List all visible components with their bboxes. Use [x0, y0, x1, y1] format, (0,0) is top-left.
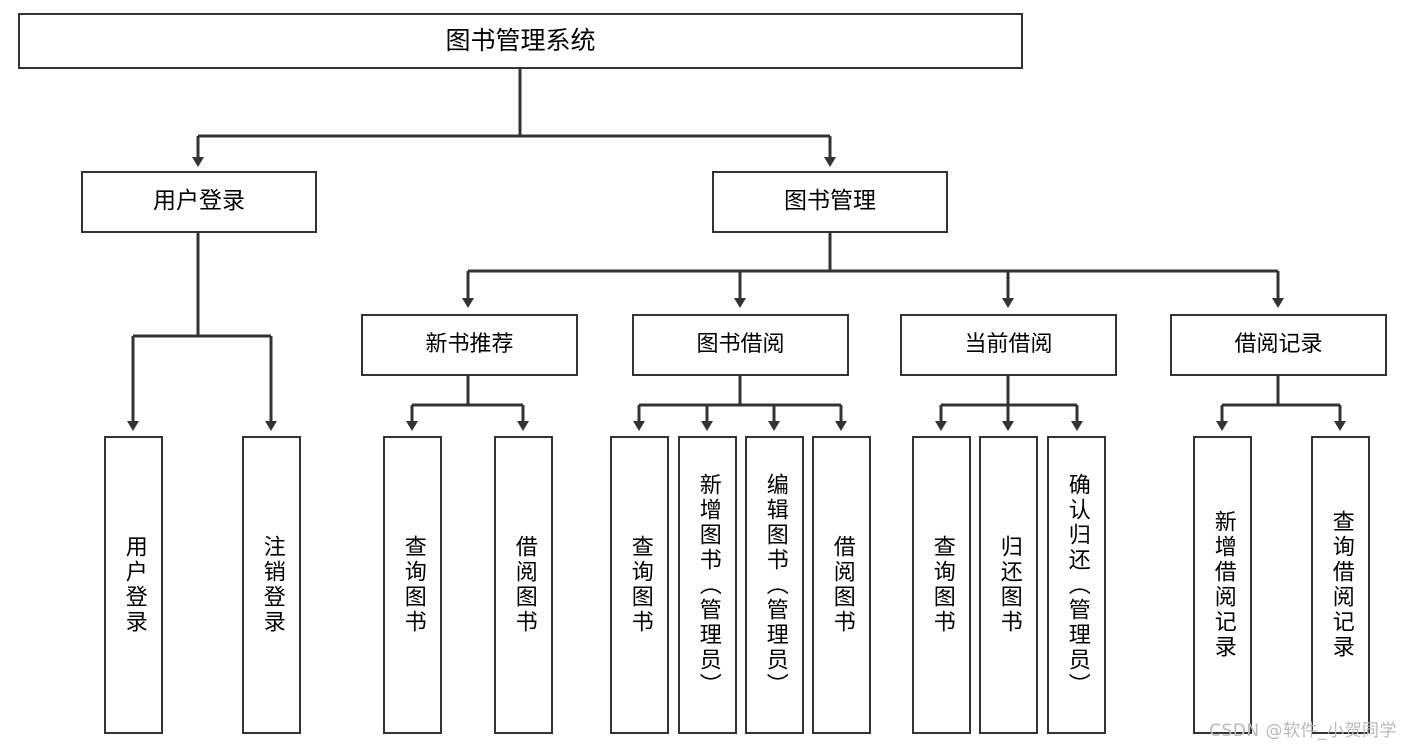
node-label: 新增图书（管理员）: [695, 472, 721, 698]
leaf-current-borrow-confirm-return-admin[interactable]: 确认归还（管理员）: [1047, 436, 1106, 734]
leaf-book-borrow-borrow-book[interactable]: 借阅图书: [812, 436, 871, 734]
node-label: 查询图书: [929, 535, 955, 635]
node-label: 用户登录: [121, 535, 147, 635]
node-label: 新增借阅记录: [1210, 510, 1236, 660]
node-label: 图书管理系统: [445, 26, 596, 56]
leaf-borrow-record-query-record[interactable]: 查询借阅记录: [1311, 436, 1370, 734]
node-label: 当前借阅: [964, 331, 1053, 357]
leaf-book-borrow-query-book[interactable]: 查询图书: [610, 436, 669, 734]
watermark-text: CSDN @软件_小贺同学: [1209, 721, 1397, 741]
node-label: 用户登录: [153, 188, 245, 215]
node-label: 查询借阅记录: [1328, 510, 1354, 660]
node-label: 图书管理: [784, 188, 876, 215]
leaf-book-borrow-add-book-admin[interactable]: 新增图书（管理员）: [678, 436, 737, 734]
leaf-new-book-borrow-book[interactable]: 借阅图书: [494, 436, 553, 734]
node-book-borrow[interactable]: 图书借阅: [632, 314, 849, 376]
node-label: 借阅图书: [829, 535, 855, 635]
node-current-borrow[interactable]: 当前借阅: [900, 314, 1117, 376]
node-label: 查询图书: [627, 535, 653, 635]
leaf-user-login-logout[interactable]: 注销登录: [242, 436, 301, 734]
node-label: 新书推荐: [425, 331, 514, 357]
leaf-borrow-record-add-record[interactable]: 新增借阅记录: [1193, 436, 1252, 734]
node-label: 注销登录: [259, 535, 285, 635]
node-label: 确认归还（管理员）: [1064, 472, 1090, 698]
leaf-new-book-query-book[interactable]: 查询图书: [383, 436, 442, 734]
node-label: 图书借阅: [696, 331, 785, 357]
node-label: 借阅图书: [511, 535, 537, 635]
leaf-current-borrow-query-book[interactable]: 查询图书: [912, 436, 971, 734]
node-label: 编辑图书（管理员）: [762, 472, 788, 698]
node-user-login[interactable]: 用户登录: [81, 171, 317, 233]
node-book-management[interactable]: 图书管理: [712, 171, 948, 233]
leaf-book-borrow-edit-book-admin[interactable]: 编辑图书（管理员）: [745, 436, 804, 734]
leaf-current-borrow-return-book[interactable]: 归还图书: [979, 436, 1038, 734]
node-new-book-recommend[interactable]: 新书推荐: [361, 314, 578, 376]
node-label: 借阅记录: [1234, 331, 1323, 357]
node-label: 查询图书: [400, 535, 426, 635]
node-borrow-record[interactable]: 借阅记录: [1170, 314, 1387, 376]
node-root-book-management-system[interactable]: 图书管理系统: [18, 13, 1023, 69]
node-label: 归还图书: [996, 535, 1022, 635]
leaf-user-login-login[interactable]: 用户登录: [104, 436, 163, 734]
